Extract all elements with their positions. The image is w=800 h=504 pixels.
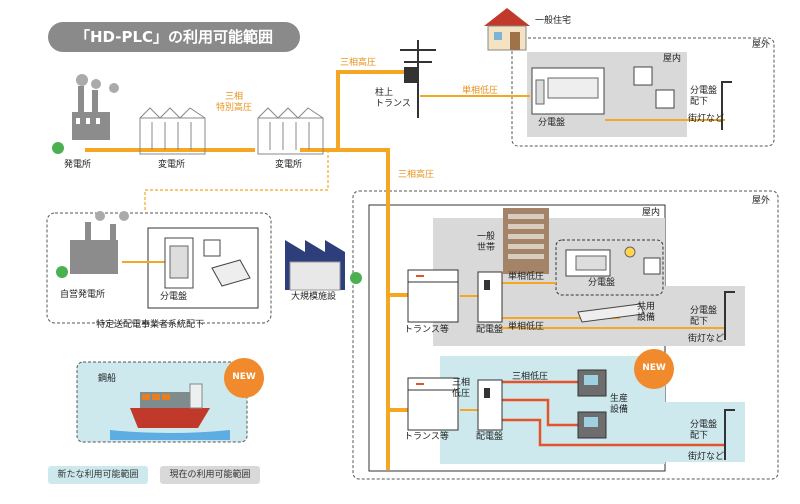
label-board-household: 分電盤 <box>588 278 616 288</box>
facility-outdoor-area <box>352 190 779 480</box>
legend-new-range: 新たな利用可能範囲 <box>48 466 148 484</box>
label-substation-1: 変電所 <box>158 160 186 170</box>
label-under-board-bottom-line2: 配下 <box>690 431 709 441</box>
household-board-icon <box>565 246 661 277</box>
street-lamp-bottom <box>724 409 735 460</box>
label-shared-facility: 共用 設備 <box>637 302 655 324</box>
label-general-household: 一般 世帯 <box>477 232 495 254</box>
label-pole-transformer-line2: トランス <box>375 99 411 109</box>
label-three-phase-high-top: 三相高圧 <box>340 58 377 68</box>
label-three-phase-low-left: 三相 低圧 <box>452 378 470 400</box>
label-three-phase-extra-high: 三相 特別高圧 <box>214 92 254 114</box>
label-board-2: 配電盤 <box>476 432 504 442</box>
label-transformer-1: トランス等 <box>404 325 449 335</box>
house-outdoor-area <box>511 37 775 147</box>
label-outdoor-top: 屋外 <box>752 40 771 50</box>
label-pole-transformer: 柱上 トランス <box>375 88 411 110</box>
label-large-facility: 大規模施設 <box>291 292 337 302</box>
substation-1-icon <box>139 107 206 155</box>
label-substation-2: 変電所 <box>275 160 303 170</box>
label-street-lights-top: 街灯など <box>688 114 725 124</box>
label-private-board: 分電盤 <box>160 292 188 302</box>
label-under-board-top-line1: 分電盤 <box>690 86 718 96</box>
street-lamp-top <box>721 81 732 130</box>
label-under-board-mid: 分電盤 配下 <box>690 306 717 328</box>
high-voltage-lines <box>85 70 410 470</box>
new-badge-2-circle <box>634 349 674 389</box>
ship-icon <box>110 383 230 440</box>
legend-current-range: 現在の利用可能範囲 <box>160 466 260 484</box>
transformer-2-icon <box>407 377 459 431</box>
board-2-icon <box>477 379 503 431</box>
private-plant-icon <box>56 211 129 278</box>
page-title: 「HD-PLC」の利用可能範囲 <box>48 22 300 52</box>
power-plant-icon <box>52 74 119 154</box>
label-production-equipment-line2: 設備 <box>610 405 629 415</box>
label-production-equipment: 生産 設備 <box>610 394 628 416</box>
label-three-phase-extra-high-line1: 三相 <box>224 92 243 102</box>
label-single-phase-low-1: 単相低圧 <box>508 272 545 282</box>
label-shared-facility-line2: 設備 <box>637 313 656 323</box>
label-street-lights-mid: 街灯など <box>688 334 725 344</box>
factory-lines <box>500 380 725 447</box>
label-under-board-top-line2: 配下 <box>690 97 709 107</box>
apartment-icon <box>503 208 549 274</box>
house-outlets <box>633 66 675 109</box>
private-system-area <box>46 212 272 324</box>
label-three-phase-low-left-line2: 低圧 <box>452 389 471 399</box>
label-under-board-bottom: 分電盤 配下 <box>690 420 717 442</box>
label-single-phase-low-top: 単相低圧 <box>462 86 499 96</box>
label-outdoor-bottom: 屋外 <box>752 196 771 206</box>
label-specified-system: 特定送配電事業者系統配下 <box>96 320 205 330</box>
new-badge-2: NEW <box>642 363 666 373</box>
label-house: 一般住宅 <box>535 16 572 26</box>
house-distribution-board <box>531 67 605 115</box>
label-single-phase-low-2: 単相低圧 <box>508 322 545 332</box>
utility-pole-icon <box>400 40 436 118</box>
label-under-board-mid-line1: 分電盤 <box>690 306 718 316</box>
label-general-household-line2: 世帯 <box>477 243 496 253</box>
outdoor-gray-area-mid <box>665 286 745 346</box>
private-dashed-line <box>144 150 329 210</box>
label-under-board-top: 分電盤 配下 <box>690 86 717 108</box>
label-private-plant: 自営発電所 <box>60 290 106 300</box>
house-icon <box>484 8 530 51</box>
label-three-phase-low-right: 三相低圧 <box>512 372 549 382</box>
street-lamp-mid <box>724 291 735 340</box>
substation-2-icon <box>257 107 324 155</box>
label-three-phase-extra-high-line2: 特別高圧 <box>215 103 252 113</box>
label-production-equipment-line1: 生産 <box>610 394 629 404</box>
label-power-plant: 発電所 <box>64 160 92 170</box>
label-three-phase-high-mid: 三相高圧 <box>398 170 435 180</box>
label-indoor-top: 屋内 <box>663 54 682 64</box>
large-facility-icon <box>285 240 362 291</box>
label-transformer-2: トランス等 <box>404 432 449 442</box>
label-under-board-bottom-line1: 分電盤 <box>690 420 718 430</box>
transformer-1-icon <box>407 269 459 323</box>
household-board-box <box>555 239 664 296</box>
label-pole-transformer-line1: 柱上 <box>375 88 394 98</box>
private-board-icon <box>164 237 251 289</box>
label-under-board-mid-line2: 配下 <box>690 317 709 327</box>
label-steel-ship: 鋼船 <box>98 374 117 384</box>
label-street-lights-bottom: 街灯など <box>688 452 725 462</box>
label-three-phase-low-left-line1: 三相 <box>452 378 471 388</box>
new-badge-1-circle <box>224 358 264 398</box>
shared-lighting-icon <box>577 303 645 323</box>
label-board-1: 配電盤 <box>476 325 504 335</box>
low-voltage-lines <box>122 95 725 411</box>
label-distribution-board-top: 分電盤 <box>538 118 566 128</box>
label-indoor-bottom: 屋内 <box>642 208 661 218</box>
outdoor-new-area-bottom <box>665 402 745 462</box>
label-shared-facility-line1: 共用 <box>637 302 656 312</box>
production-equipment-icon <box>577 369 607 439</box>
new-badge-1: NEW <box>232 372 256 382</box>
board-1-icon <box>477 271 503 323</box>
label-general-household-line1: 一般 <box>477 232 496 242</box>
